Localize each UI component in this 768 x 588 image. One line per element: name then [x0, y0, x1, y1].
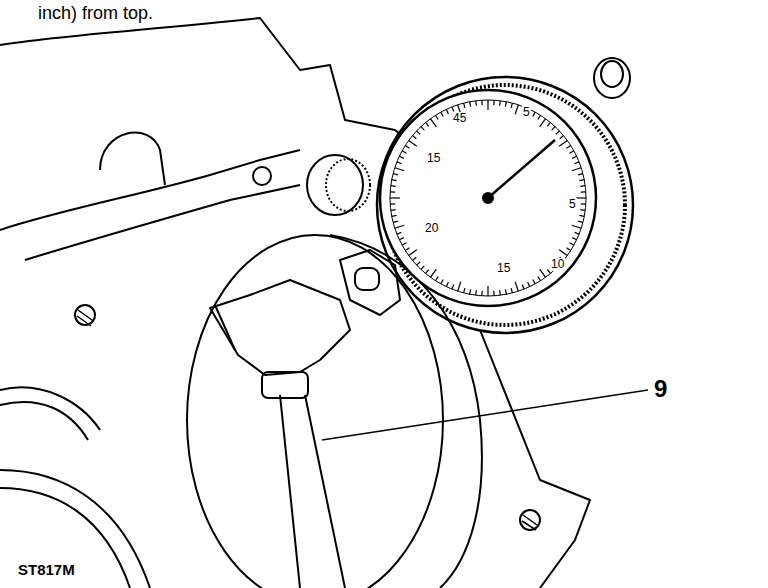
dial-number: 5 — [522, 106, 531, 119]
note-text: inch) from top. — [38, 4, 153, 24]
dial-number: 20 — [424, 222, 439, 235]
figure-code: ST817M — [18, 562, 75, 579]
dial-number: 15 — [426, 152, 441, 165]
dial-number: 15 — [496, 262, 511, 275]
callout-number: 9 — [654, 376, 667, 402]
dial-number: 10 — [550, 258, 565, 271]
dial-number: 45 — [452, 112, 467, 125]
dial-number: 5 — [568, 198, 577, 211]
